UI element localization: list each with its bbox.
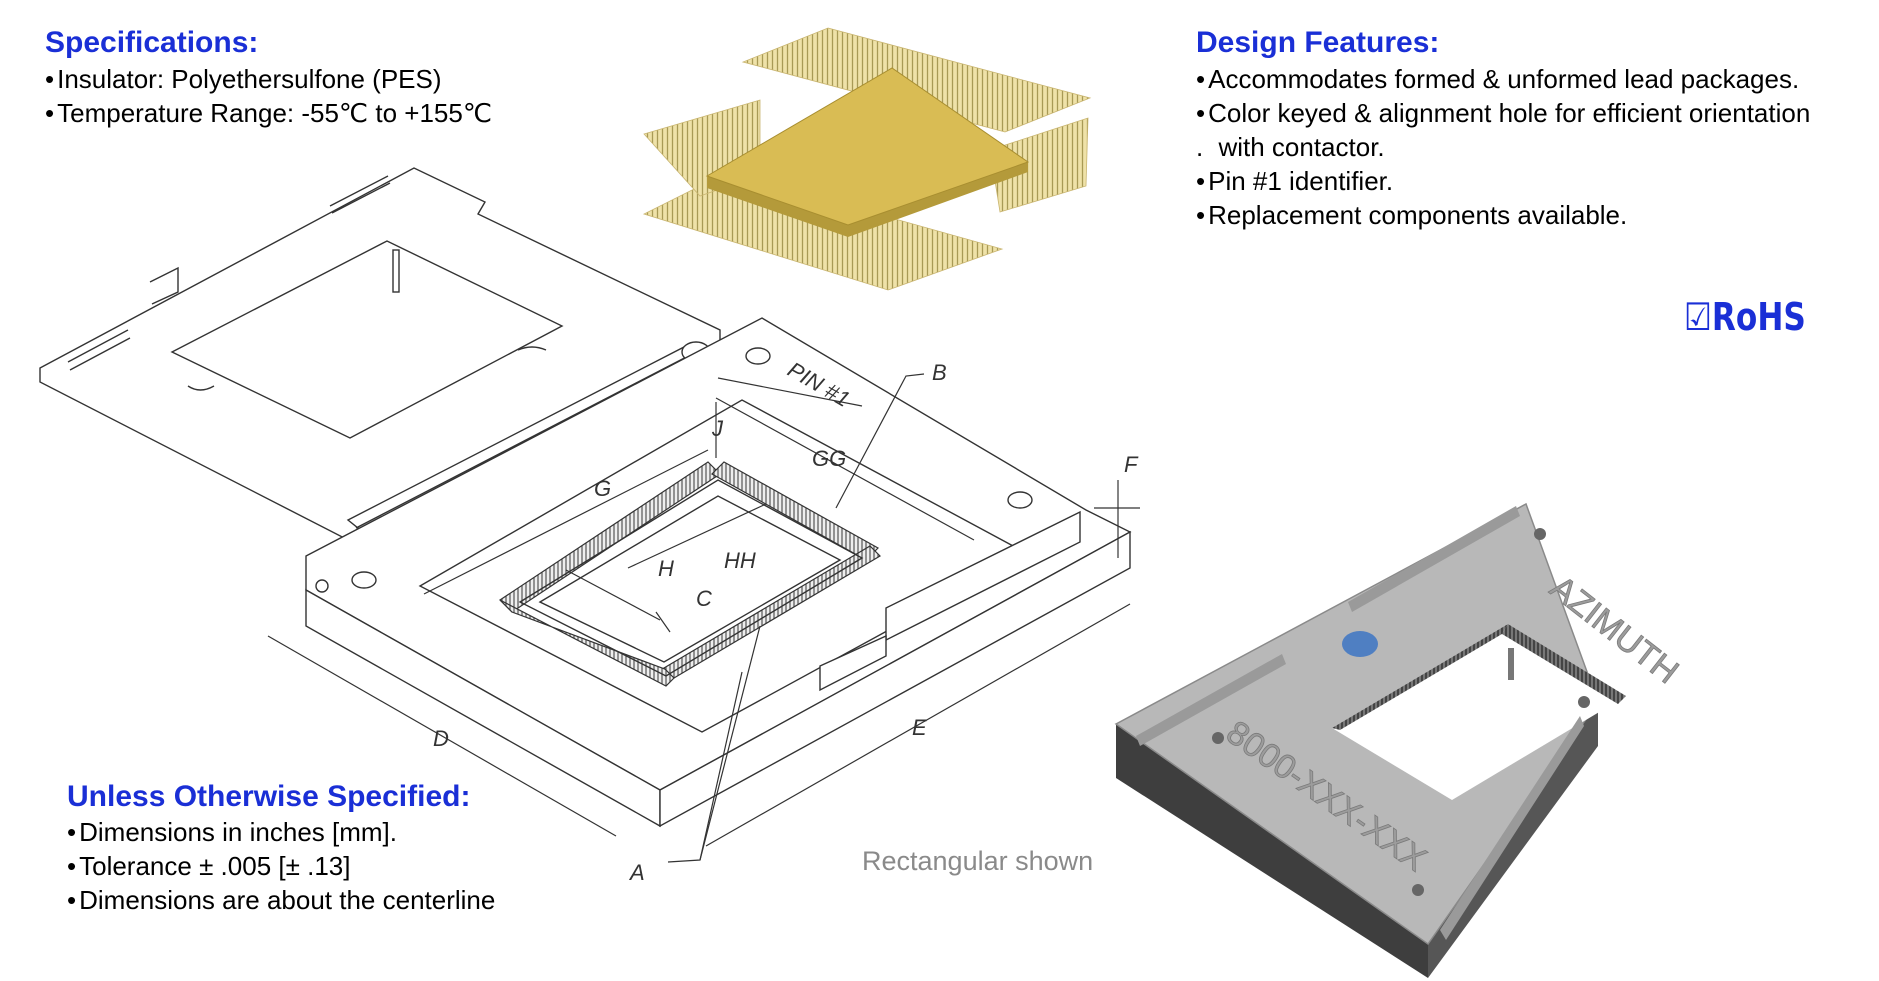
ic-package-illustration	[642, 27, 1092, 291]
specifications-list: Insulator: Polyethersulfone (PES) Temper…	[45, 62, 492, 130]
chip-body-side	[707, 162, 1028, 237]
socket-side-right	[1428, 702, 1598, 978]
feature-item: Replacement components available.	[1196, 198, 1810, 232]
alignment-hole	[1342, 631, 1378, 657]
chip-leads-right	[989, 117, 1089, 213]
socket-side-left	[1116, 724, 1428, 978]
dim-label-f: F	[1124, 452, 1139, 477]
dim-label-b: B	[932, 360, 947, 385]
dim-label-d: D	[433, 726, 449, 751]
unless-item: Dimensions in inches [mm].	[67, 815, 495, 849]
lid-window	[170, 240, 564, 439]
unless-specified-heading: Unless Otherwise Specified:	[67, 780, 471, 813]
dim-label-a: A	[628, 860, 645, 885]
unless-item: Dimensions are about the centerline	[67, 883, 495, 917]
spec-item: Insulator: Polyethersulfone (PES)	[45, 62, 492, 96]
image-caption: Rectangular shown	[862, 846, 1094, 876]
dim-label-e: E	[912, 715, 927, 740]
socket-window-pins-left	[1332, 624, 1508, 730]
dim-label-j: J	[711, 416, 724, 441]
design-features-list: Accommodates formed & unformed lead pack…	[1196, 62, 1810, 232]
dim-label-c: C	[696, 586, 712, 611]
unless-specified-list: Dimensions in inches [mm]. Tolerance ± .…	[67, 815, 495, 917]
feature-item: Pin #1 identifier.	[1196, 164, 1810, 198]
dim-label-h: H	[658, 556, 674, 581]
chip-body-top	[705, 67, 1030, 226]
socket-window	[1332, 624, 1626, 800]
chip-leads-top	[741, 27, 1092, 133]
dim-label-gg: GG	[812, 446, 846, 471]
design-features-heading: Design Features:	[1196, 26, 1440, 59]
feature-item: Accommodates formed & unformed lead pack…	[1196, 62, 1810, 96]
dim-label-g: G	[594, 476, 611, 501]
feature-item-continuation: with contactor.	[1196, 130, 1810, 164]
chip-leads-bottom	[642, 171, 1004, 291]
specifications-heading: Specifications:	[45, 26, 259, 59]
base-front-right	[659, 530, 1131, 828]
socket-line-drawing: D E F G GG H HH C J B A PIN #1	[39, 167, 1140, 885]
socket-window-pins-top	[1502, 624, 1626, 704]
dim-label-hh: HH	[724, 548, 756, 573]
spec-item: Temperature Range: -55℃ to +155℃	[45, 96, 492, 130]
feature-item: Color keyed & alignment hole for efficie…	[1196, 96, 1810, 130]
unless-item: Tolerance ± .005 [± .13]	[67, 849, 495, 883]
rohs-badge: ☑RoHS	[1684, 295, 1806, 339]
socket-3d-render: AZIMUTH 8000-XXX-XXX	[1114, 502, 1686, 978]
